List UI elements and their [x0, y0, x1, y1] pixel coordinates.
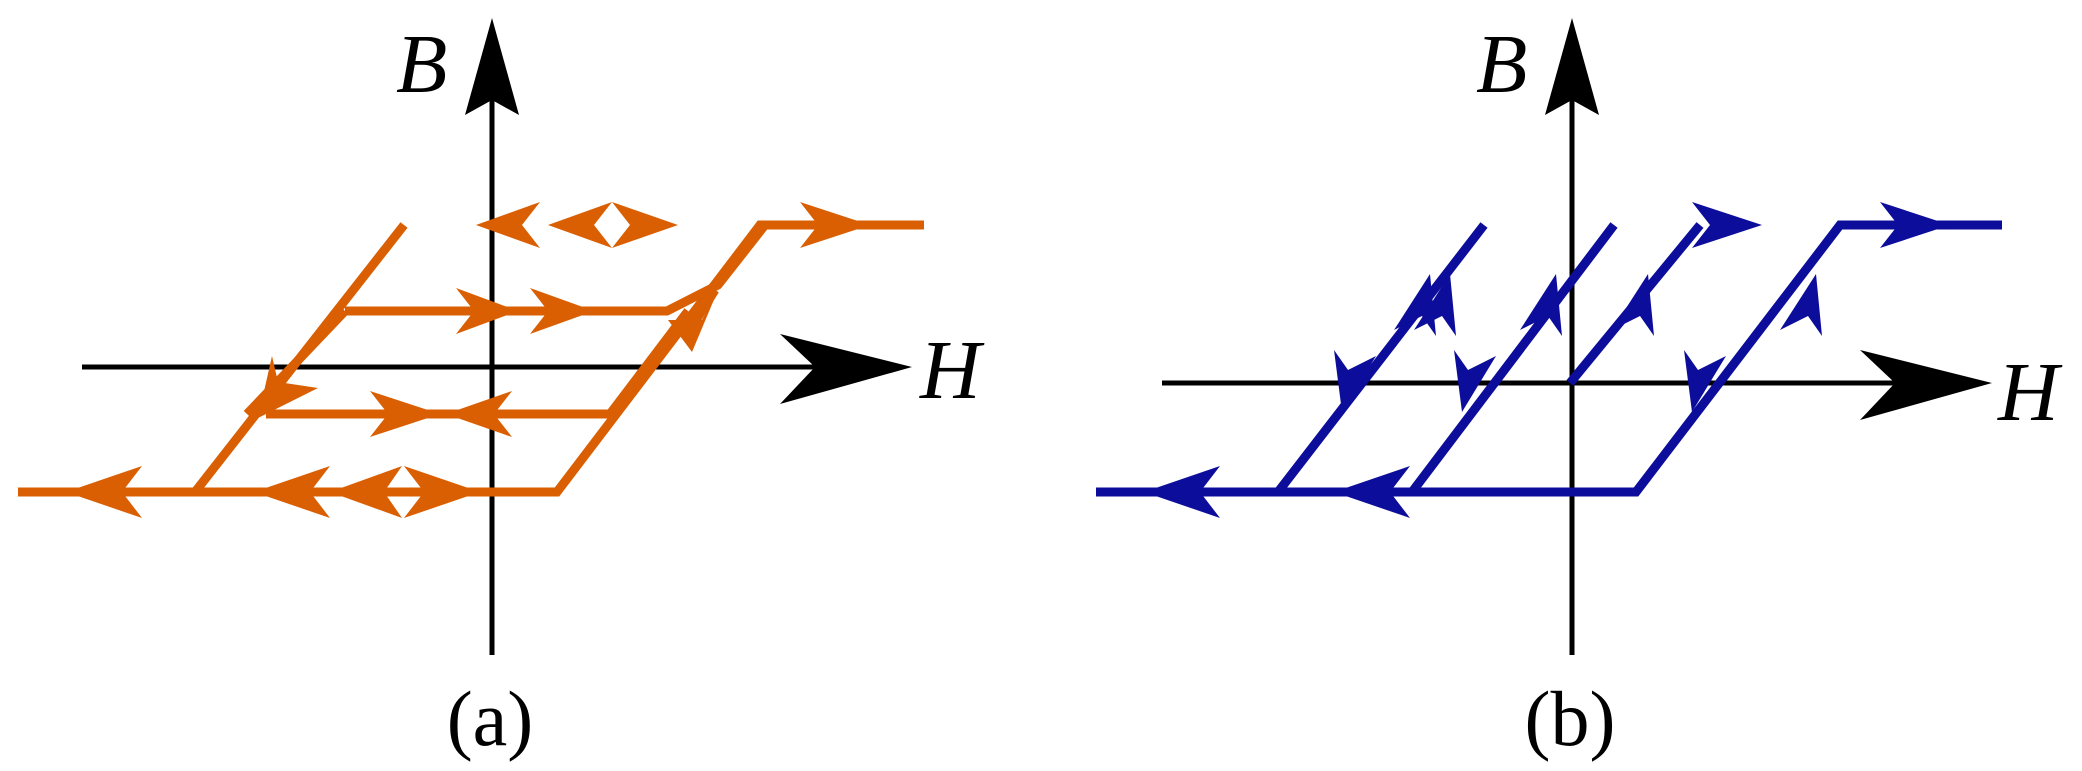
panel-b-arrow-ascending-3 — [1612, 274, 1654, 336]
panel-a-arrow-top-right-2 — [800, 202, 870, 248]
panel-b-outer-loop — [1096, 220, 2002, 497]
panel-a-y-axis-label: B — [396, 18, 447, 111]
panel-b-arrow-top-right-2 — [1880, 202, 1950, 248]
panel-a: B H (a) — [18, 18, 985, 762]
panel-b-inner-loop-1 — [1408, 222, 1618, 495]
panel-a-x-axis-arrowhead — [780, 334, 912, 404]
panel-a-outer-loop — [18, 220, 924, 497]
panel-a-arrow-mid-right — [530, 288, 594, 334]
panel-a-arrow-mid-right-2 — [456, 288, 518, 334]
panel-a-curves — [18, 220, 924, 497]
panel-a-axes — [82, 18, 912, 655]
panel-b: B H (b) — [1096, 18, 2063, 762]
panel-a-label: (a) — [447, 675, 534, 762]
panel-b-arrow-ascending-5 — [1414, 274, 1456, 336]
panel-b-arrow-descending-3 — [1684, 350, 1726, 412]
panel-a-arrow-bottom-left-1 — [66, 466, 142, 518]
panel-a-arrow-top-left — [476, 202, 540, 248]
panel-b-arrow-ascending-2 — [1520, 274, 1562, 336]
panel-a-arrow-bottom-left-2 — [254, 466, 330, 518]
panel-b-arrow-descending-1 — [1334, 350, 1376, 412]
panel-b-arrow-descending-2 — [1454, 350, 1496, 412]
panel-b-axes — [1162, 18, 1992, 655]
panel-a-arrow-top-right-1 — [612, 202, 678, 248]
panel-b-arrow-ascending-4 — [1780, 274, 1822, 336]
panel-a-arrow-top-right-3 — [548, 202, 612, 248]
panel-b-arrow-bottom-left-2 — [1334, 466, 1410, 518]
panel-b-y-axis-label: B — [1476, 18, 1527, 111]
panel-a-arrow-bottom-right-1 — [330, 466, 402, 518]
panel-b-arrow-ascending-1 — [1394, 274, 1436, 336]
panel-b-label: (b) — [1525, 675, 1616, 762]
panel-b-x-axis-label: H — [1997, 346, 2063, 439]
panel-b-y-axis-arrowhead — [1545, 18, 1599, 115]
panel-a-y-axis-arrowhead — [465, 18, 519, 115]
panel-a-arrow-descending-left — [258, 356, 318, 418]
panel-b-direction-arrows — [1144, 202, 1950, 518]
panel-a-x-axis-label: H — [919, 324, 985, 417]
panel-b-curves — [1096, 220, 2002, 497]
panel-a-arrow-ascending-right — [668, 290, 718, 352]
panel-b-arrow-bottom-left-1 — [1144, 466, 1220, 518]
panel-a-direction-arrows — [66, 202, 870, 518]
panel-a-arrow-lower-right — [370, 391, 440, 437]
panel-b-x-axis-arrowhead — [1860, 350, 1992, 420]
panel-a-arrow-lower-left — [446, 391, 512, 437]
panel-b-arrow-top-right-1 — [1692, 202, 1762, 248]
panel-a-arrow-bottom-right-2 — [404, 466, 480, 518]
